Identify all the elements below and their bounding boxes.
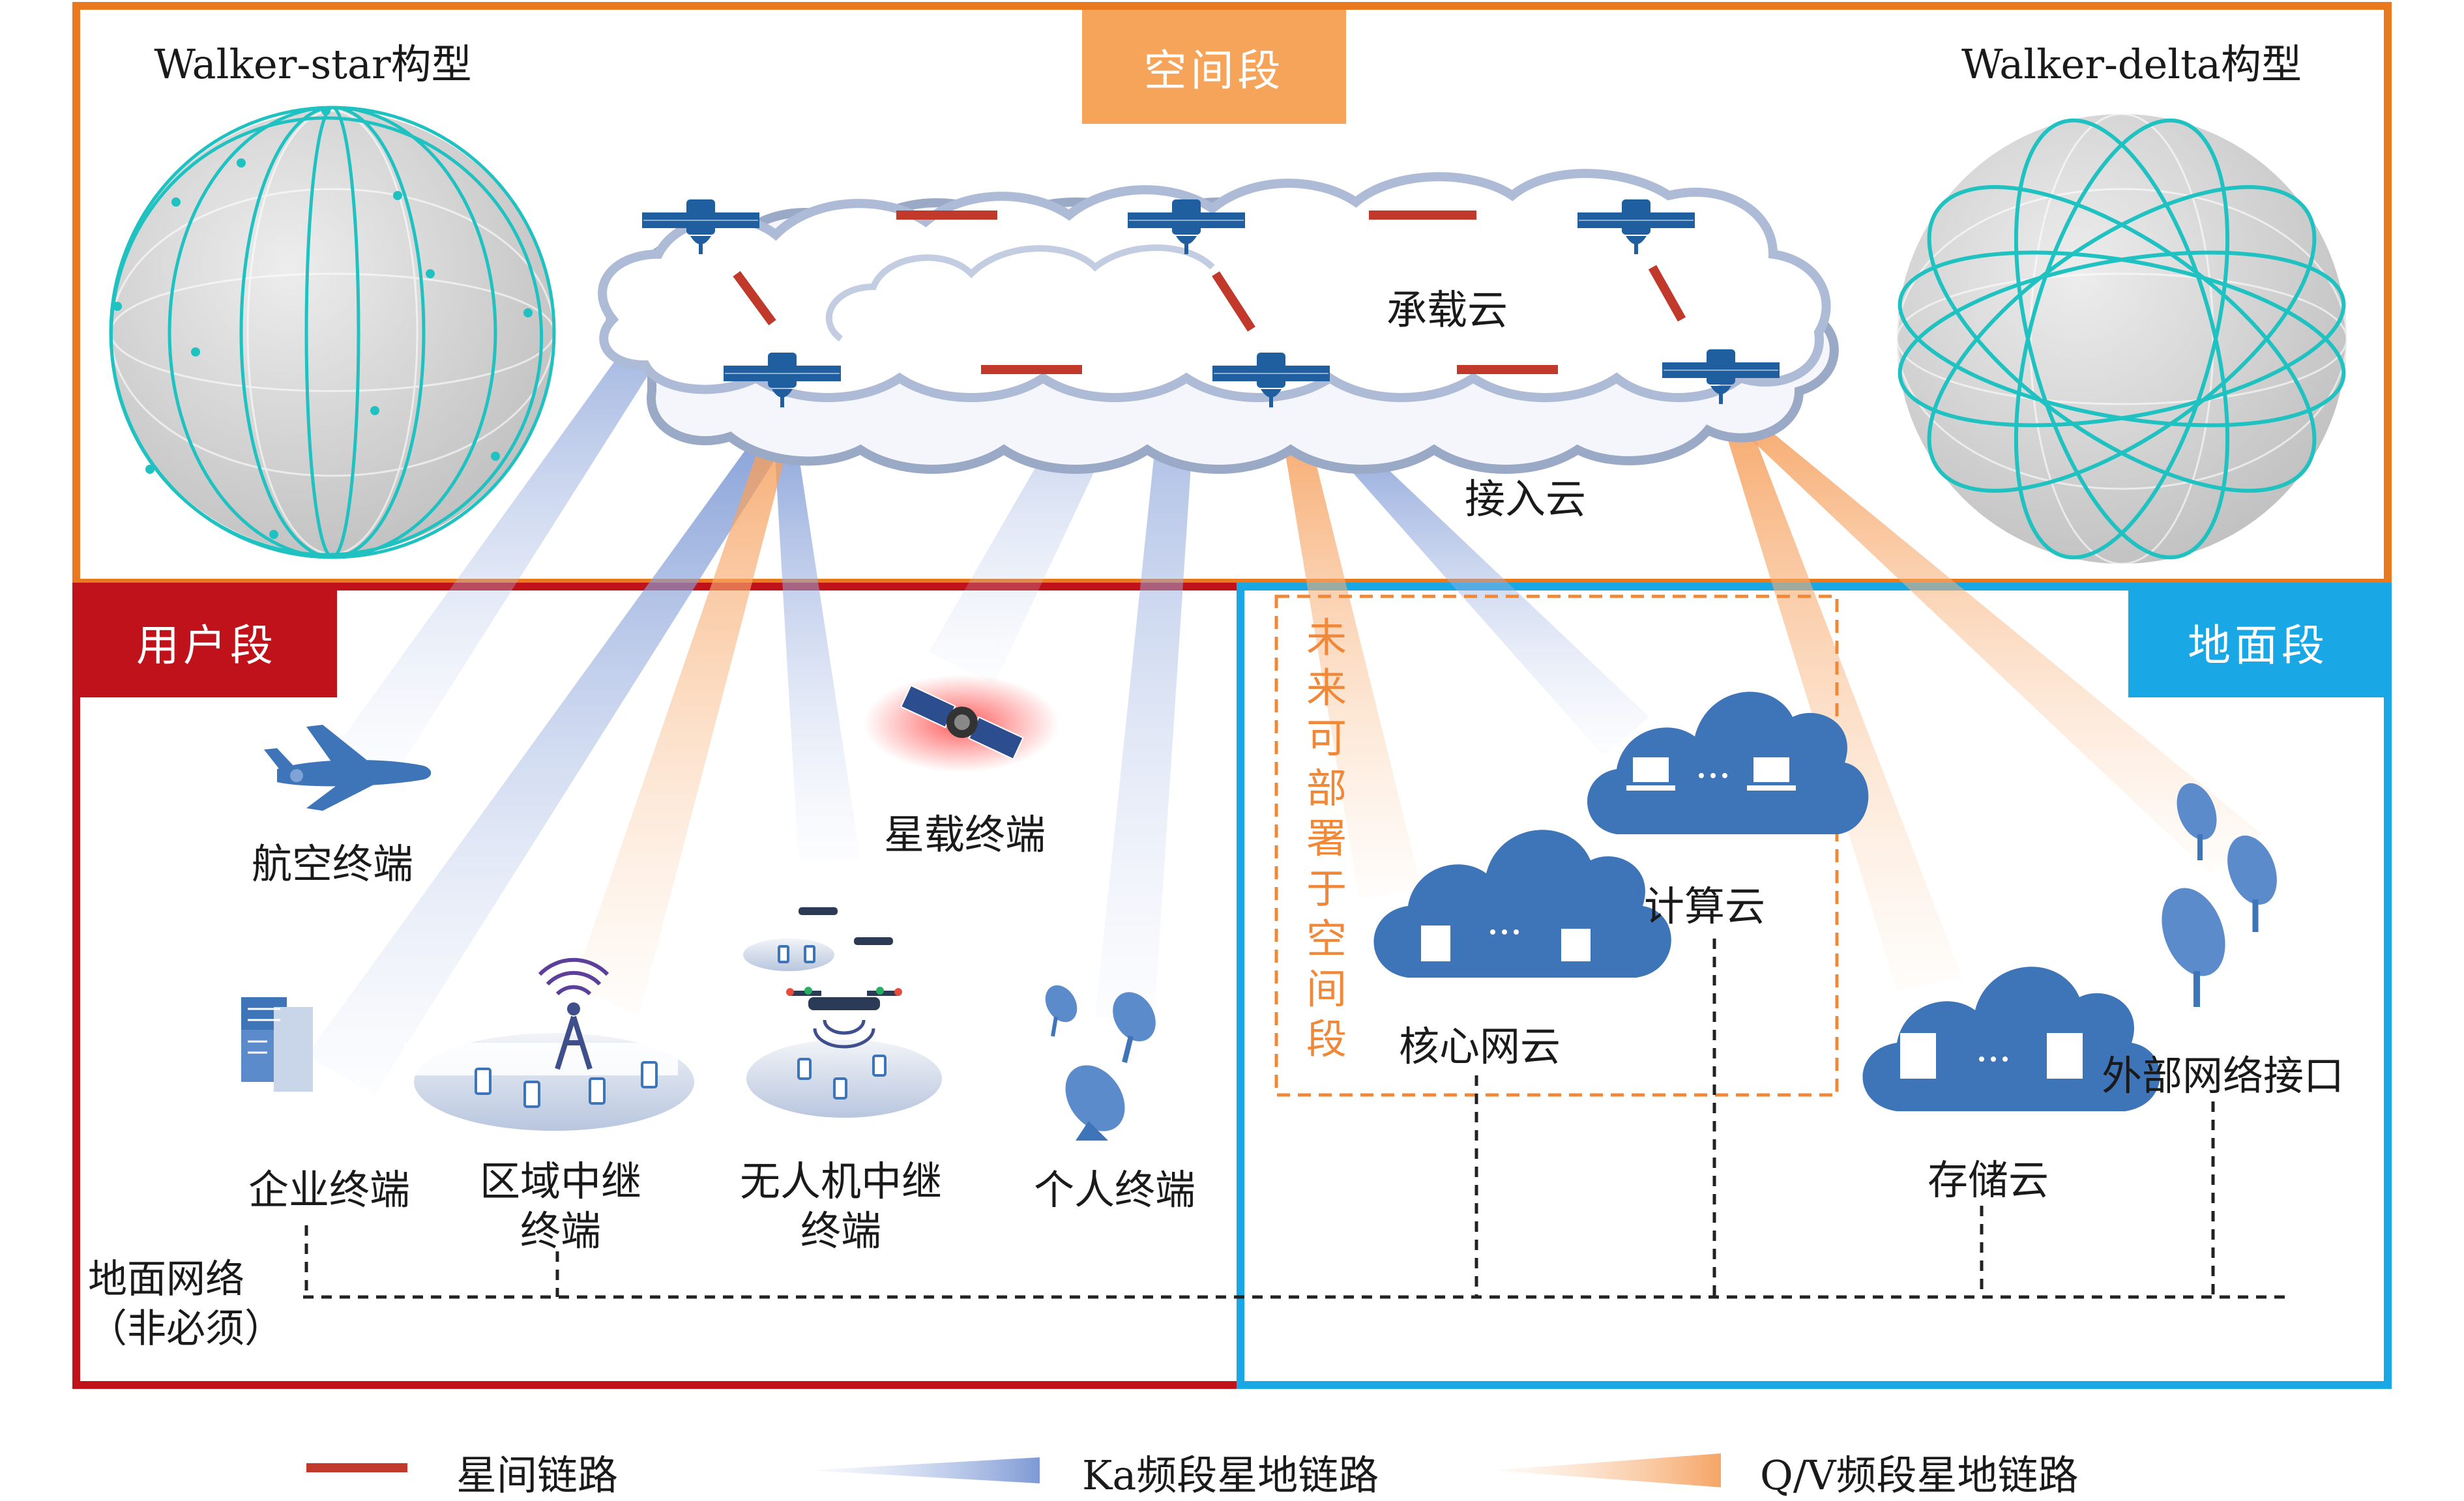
ground-segment-label: 地面段 <box>2188 620 2328 671</box>
walker-delta-label: Walker-delta构型 <box>1961 40 2302 88</box>
legend-ka-label: Ka频段星地链路 <box>1082 1451 1379 1499</box>
uav-relay-line1: 无人机中继 <box>739 1158 942 1205</box>
airplane-icon <box>264 725 432 811</box>
regional-relay-line1: 区域中继 <box>479 1158 641 1205</box>
ground-network-line1: 地面网络 <box>88 1257 244 1302</box>
ground-network-line2: （非必须） <box>88 1306 284 1352</box>
ground-segment-tab: 地面段 <box>2128 587 2388 697</box>
user-segment-label: 用户段 <box>136 620 277 671</box>
external-interface-label: 外部网络接口 <box>2101 1052 2344 1100</box>
bearer-cloud <box>598 169 1831 402</box>
regional-relay-tower-icon <box>404 957 694 1131</box>
uav-relay-icon <box>743 907 942 1118</box>
legend-qv-label: Q/V频段星地链路 <box>1760 1451 2079 1499</box>
enterprise-server-icon <box>241 997 313 1092</box>
access-cloud-label: 接入云 <box>1464 475 1586 523</box>
legend <box>306 1453 1721 1487</box>
personal-terminal-label: 个人终端 <box>1033 1166 1195 1214</box>
walker-star-constellation-icon <box>109 106 556 559</box>
uav-relay-line2: 终端 <box>800 1207 881 1255</box>
personal-terminal-dish-icon <box>1045 985 1156 1141</box>
regional-relay-terminal-label: 区域中继 终端 <box>456 1157 665 1256</box>
space-segment-tab: 空间段 <box>1082 10 1346 124</box>
satellite-borne-terminal-label: 星载终端 <box>883 811 1046 858</box>
user-segment-tab: 用户段 <box>76 587 337 697</box>
walker-delta-constellation-icon <box>1896 113 2348 565</box>
walker-star-label: Walker-star构型 <box>154 40 472 88</box>
inter-satellite-links <box>733 211 1686 374</box>
regional-relay-line2: 终端 <box>520 1207 601 1255</box>
future-deployment-boundary <box>1274 594 1839 1097</box>
qv-band-beams <box>574 417 2262 1017</box>
core-network-cloud-icon <box>1373 830 1671 978</box>
uav-relay-terminal-label: 无人机中继 终端 <box>727 1157 955 1256</box>
ground-network-label: 地面网络 （非必须） <box>88 1255 297 1354</box>
ground-segment-frame <box>1237 583 2392 1389</box>
future-deployment-note: 未来可部署于空间段 <box>1306 614 1347 1063</box>
aviation-terminal-label: 航空终端 <box>251 840 413 888</box>
enterprise-terminal-label: 企业终端 <box>248 1166 410 1214</box>
compute-cloud-label: 计算云 <box>1643 882 1765 930</box>
external-interface-dish-icon <box>2162 783 2277 1007</box>
core-network-cloud-label: 核心网云 <box>1398 1023 1561 1070</box>
storage-cloud-label: 存储云 <box>1927 1156 2049 1204</box>
compute-cloud-icon <box>1587 692 1869 834</box>
storage-cloud-icon <box>1862 967 2160 1111</box>
bearer-cloud-label: 承载云 <box>1386 286 1508 334</box>
space-segment-label: 空间段 <box>1143 45 1285 96</box>
satellite-borne-terminal-icon <box>864 675 1059 772</box>
ground-network-lines <box>303 939 2288 1299</box>
legend-isl-label: 星间链路 <box>456 1451 619 1499</box>
